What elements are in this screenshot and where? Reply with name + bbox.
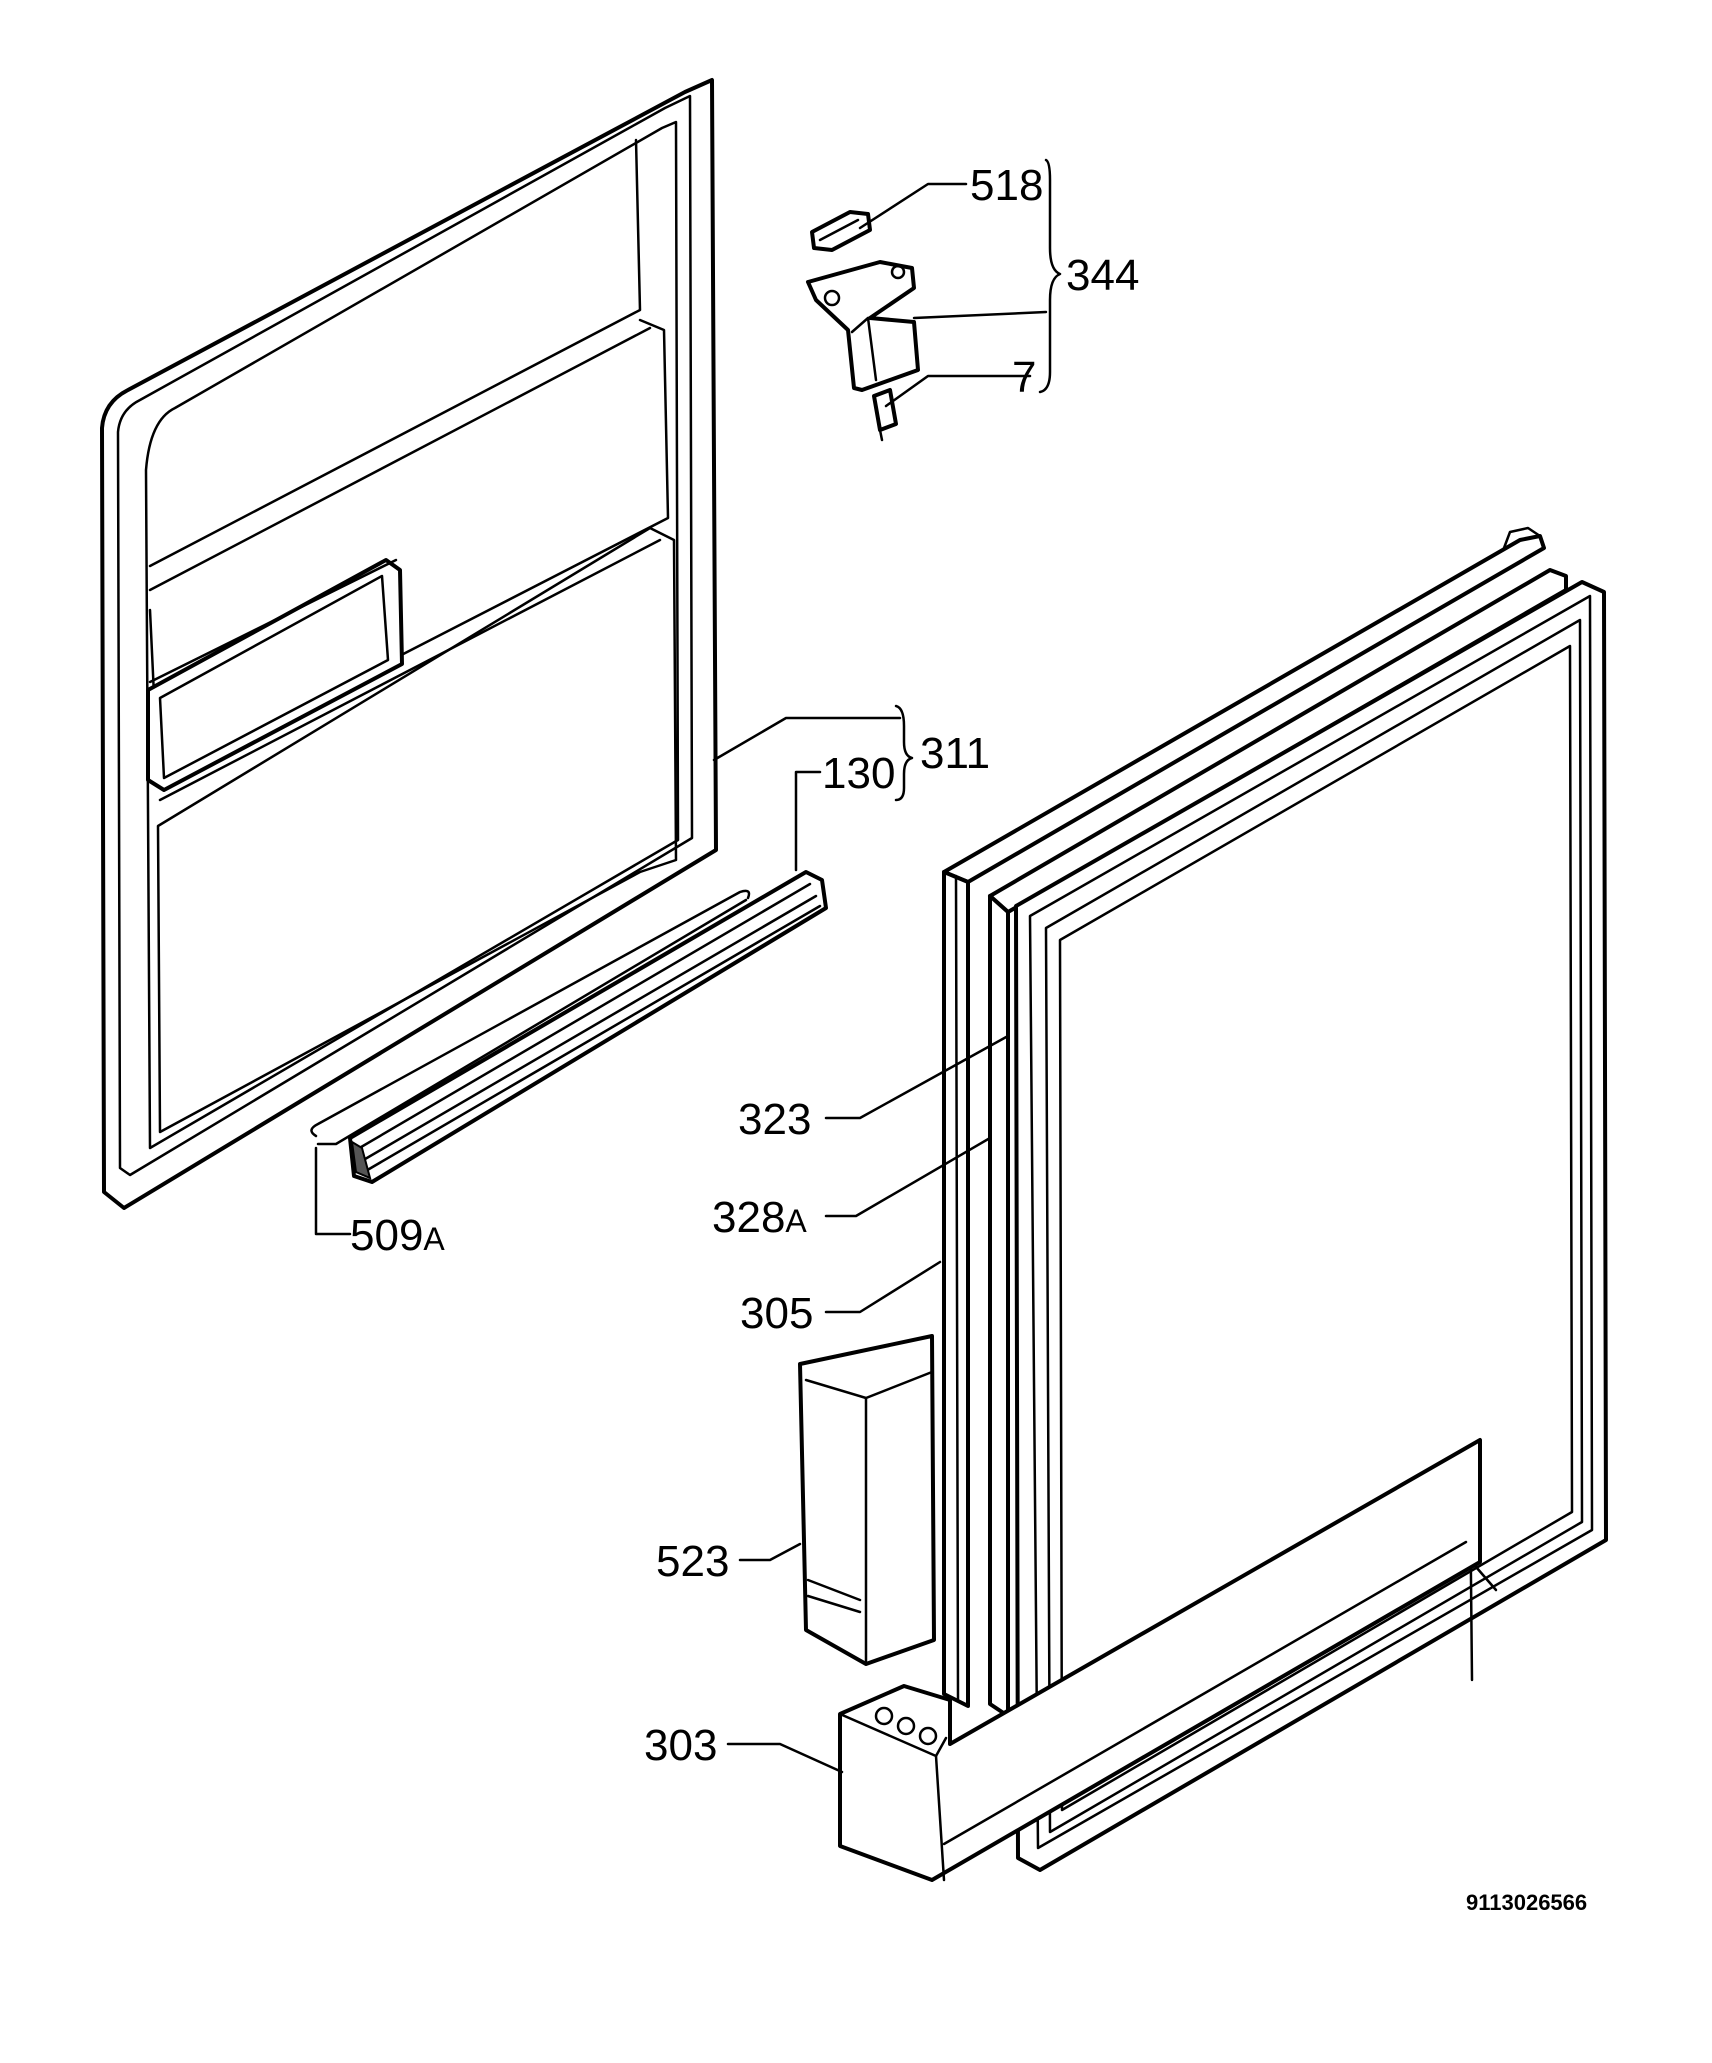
label-7: 7 [1012, 353, 1036, 402]
label-328a-suffix: A [785, 1203, 807, 1239]
door-seal-strip [348, 870, 828, 1184]
label-328a: 328A [712, 1193, 807, 1242]
label-130: 130 [822, 749, 895, 798]
plinth-panel [838, 1438, 1482, 1882]
label-509a: 509A [350, 1211, 445, 1260]
label-509a-number: 509 [350, 1211, 423, 1260]
label-523: 523 [656, 1537, 729, 1586]
hinge-wire [310, 889, 751, 1146]
label-323: 323 [738, 1095, 811, 1144]
label-328a-number: 328 [712, 1193, 785, 1242]
label-509a-suffix: A [423, 1221, 445, 1257]
inner-door-panel [100, 78, 718, 1210]
label-311: 311 [920, 729, 990, 778]
label-305: 305 [740, 1289, 813, 1338]
side-box [798, 1334, 936, 1666]
label-518: 518 [970, 161, 1043, 210]
drawing-code: 9113026566 [1466, 1890, 1587, 1915]
leader-lines [314, 158, 1062, 1774]
label-344: 344 [1066, 251, 1139, 300]
part-labels: 518 344 7 311 130 509A 323 328A 305 523 … [350, 161, 1587, 1915]
label-303: 303 [644, 1721, 717, 1770]
door-lock-assembly [806, 210, 920, 442]
